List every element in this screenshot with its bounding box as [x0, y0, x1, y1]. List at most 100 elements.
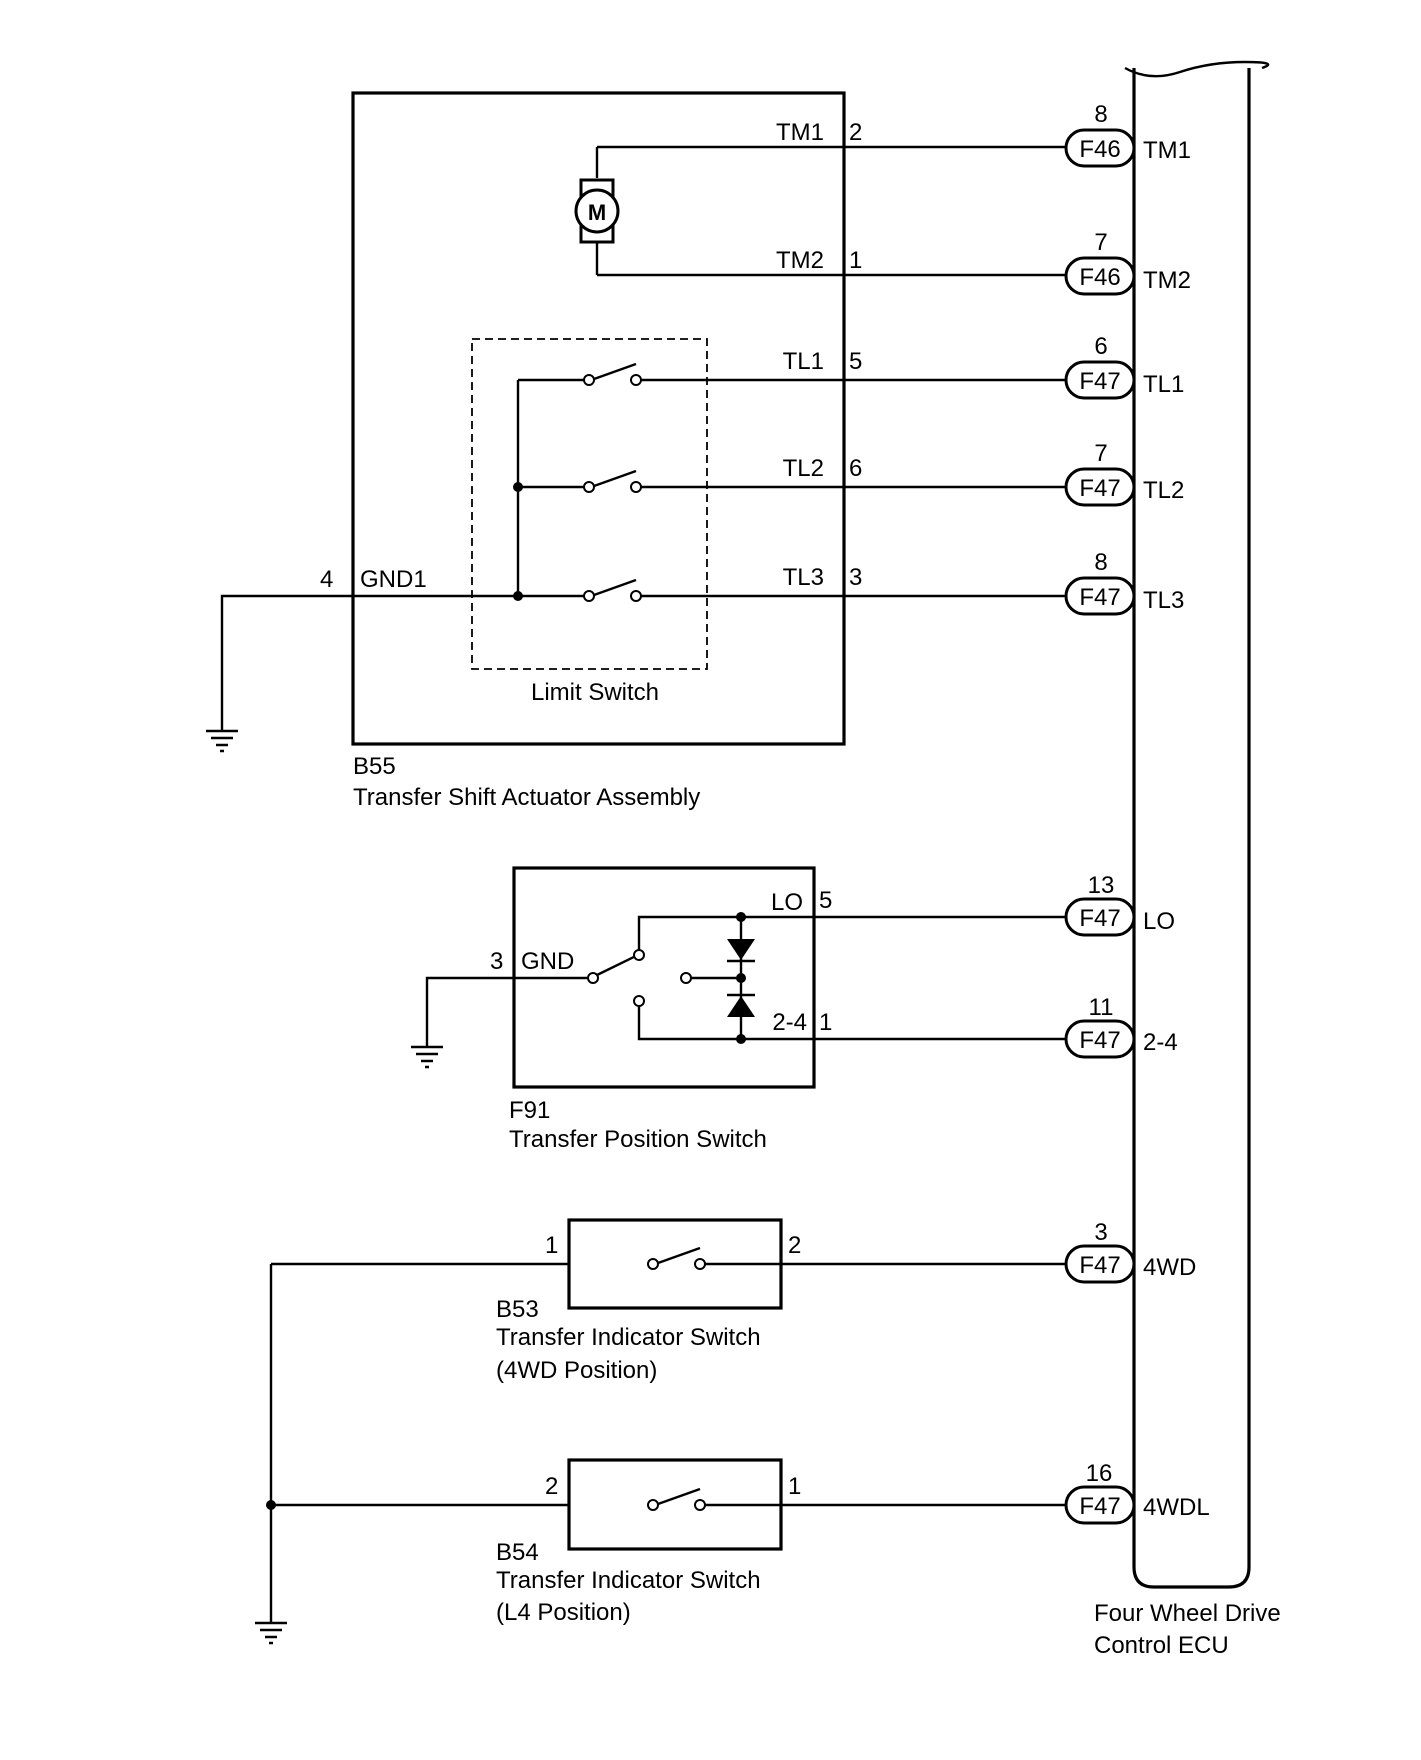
- connector-label: F47: [1079, 1027, 1120, 1054]
- indicator-4wd-pin-right: 2: [788, 1232, 801, 1259]
- position-gnd-wire: [425, 976, 588, 1047]
- pin-number: 1: [819, 1009, 832, 1036]
- connector-icon: [1064, 467, 1136, 507]
- motor-icon: M: [574, 147, 620, 275]
- selector-terminal: [587, 972, 599, 984]
- pin-number: 6: [849, 455, 862, 482]
- ecu-pin-number: 7: [1094, 229, 1107, 256]
- connector-label: F47: [1079, 1493, 1120, 1520]
- diode-icon-lo: [727, 939, 755, 963]
- indicator-switch-4wd: 1 2 B53 Transfer Indicator Switch (4WD P…: [496, 1218, 1196, 1384]
- pin-number: 3: [849, 564, 862, 591]
- indicator-4wd-code: B53: [496, 1296, 539, 1323]
- gnd1-wire: [220, 594, 518, 731]
- actuator-code: B55: [353, 753, 396, 780]
- position-switch: F91 Transfer Position Switch 3 GND: [411, 866, 816, 1153]
- limit-switch-contact-3: [583, 578, 642, 602]
- connector-icon: [1064, 576, 1136, 616]
- limit-switch-box: [471, 338, 708, 670]
- ecu-outline: [1132, 68, 1251, 1589]
- signal-label: TL3: [783, 564, 824, 591]
- gnd1-label: GND1: [360, 566, 427, 593]
- ecu-terminal-label: 4WDL: [1143, 1494, 1210, 1521]
- signal-label: TL1: [783, 348, 824, 375]
- connector-icon: [1064, 1019, 1136, 1059]
- indicator-switch-l4: 2 1 B54 Transfer Indicator Switch (L4 Po…: [496, 1458, 1210, 1626]
- ecu-break-line: [1124, 60, 1270, 78]
- actuator-pin-row-tl2: TL2 6 7 F47 TL2: [783, 440, 1184, 507]
- selector-arm: [596, 953, 639, 977]
- actuator-lines: [597, 145, 1066, 598]
- actuator-pin-row-tl3: TL3 3 8 F47 TL3: [783, 549, 1184, 616]
- indicator-4wd-name: Transfer Indicator Switch: [496, 1324, 761, 1351]
- junction-dot: [513, 482, 523, 492]
- signal-label: TL2: [783, 455, 824, 482]
- ecu-pin-number: 13: [1088, 872, 1115, 899]
- ecu-pin-number: 3: [1094, 1219, 1107, 1246]
- signal-label: TM1: [776, 119, 824, 146]
- actuator-pin-row-tm1: TM1 2 8 F46 TM1: [776, 101, 1191, 168]
- indicator-l4-pin-right: 1: [788, 1473, 801, 1500]
- ecu-name-line2: Control ECU: [1094, 1632, 1229, 1659]
- ecu-pin-number: 11: [1089, 994, 1114, 1021]
- limit-switch-contact-2: [583, 469, 642, 493]
- position-pin-row-2-4: 2-4 1 11 F47 2-4: [772, 994, 1178, 1059]
- ecu-terminal-label: TL2: [1143, 477, 1184, 504]
- ecu-terminal-label: TM1: [1143, 137, 1191, 164]
- signal-label: 2-4: [772, 1009, 807, 1036]
- ground-icon: [411, 1045, 443, 1069]
- ground-icon: [206, 729, 238, 753]
- actuator-assembly: B55 Transfer Shift Actuator Assembly M L…: [206, 91, 846, 811]
- connector-label: F46: [1079, 264, 1120, 291]
- junction-dot: [266, 1500, 276, 1510]
- pin-number: 5: [819, 887, 832, 914]
- ecu-pin-number: 6: [1094, 333, 1107, 360]
- position-lines: [741, 915, 1066, 1041]
- position-switch-name: Transfer Position Switch: [509, 1126, 767, 1153]
- ecu-pin-number: 8: [1094, 101, 1107, 128]
- ecu-name-line1: Four Wheel Drive: [1094, 1600, 1281, 1627]
- pin-number: 2: [849, 119, 862, 146]
- position-gnd-pin: 3: [490, 948, 503, 975]
- limit-switch-contact-1: [583, 362, 642, 386]
- indicator-4wd-pin-left: 1: [545, 1232, 558, 1259]
- limit-switch-label: Limit Switch: [531, 679, 659, 706]
- position-pin-row-lo: LO 5 13 F47 LO: [771, 872, 1175, 937]
- connector-icon: [1064, 1485, 1136, 1525]
- ecu-terminal-label: LO: [1143, 908, 1175, 935]
- connector-label: F47: [1079, 475, 1120, 502]
- indicator-l4-position: (L4 Position): [496, 1599, 631, 1626]
- connector-label: F47: [1079, 368, 1120, 395]
- ecu-block: Four Wheel Drive Control ECU: [1094, 60, 1281, 1659]
- ecu-pin-number: 7: [1094, 440, 1107, 467]
- ground-icon: [255, 1621, 287, 1645]
- ecu-terminal-label: TM2: [1143, 267, 1191, 294]
- ecu-pin-number: 16: [1086, 1460, 1113, 1487]
- indicator-l4-code: B54: [496, 1539, 539, 1566]
- signal-label: LO: [771, 889, 803, 916]
- connector-icon: [1064, 1244, 1136, 1284]
- connector-label: F47: [1079, 1252, 1120, 1279]
- position-switch-code: F91: [509, 1097, 550, 1124]
- connector-icon: [1064, 256, 1136, 296]
- ecu-terminal-label: 4WD: [1143, 1254, 1196, 1281]
- connector-icon: [1064, 360, 1136, 400]
- gnd1-pin: 4: [320, 566, 333, 593]
- diode-icon-2-4: [727, 993, 755, 1017]
- position-gnd-label: GND: [521, 948, 574, 975]
- connector-label: F47: [1079, 584, 1120, 611]
- connector-label: F46: [1079, 136, 1120, 163]
- connector-icon: [1064, 897, 1136, 937]
- indicator-l4-pin-left: 2: [545, 1473, 558, 1500]
- motor-label: M: [588, 200, 606, 225]
- connector-label: F47: [1079, 905, 1120, 932]
- actuator-pin-row-tm2: TM2 1 7 F46 TM2: [776, 229, 1191, 296]
- ecu-terminal-label: TL3: [1143, 587, 1184, 614]
- pin-number: 1: [849, 247, 862, 274]
- ecu-pin-number: 8: [1094, 549, 1107, 576]
- signal-label: TM2: [776, 247, 824, 274]
- indicator-l4-name: Transfer Indicator Switch: [496, 1567, 761, 1594]
- actuator-name: Transfer Shift Actuator Assembly: [353, 784, 700, 811]
- ecu-terminal-label: TL1: [1143, 371, 1184, 398]
